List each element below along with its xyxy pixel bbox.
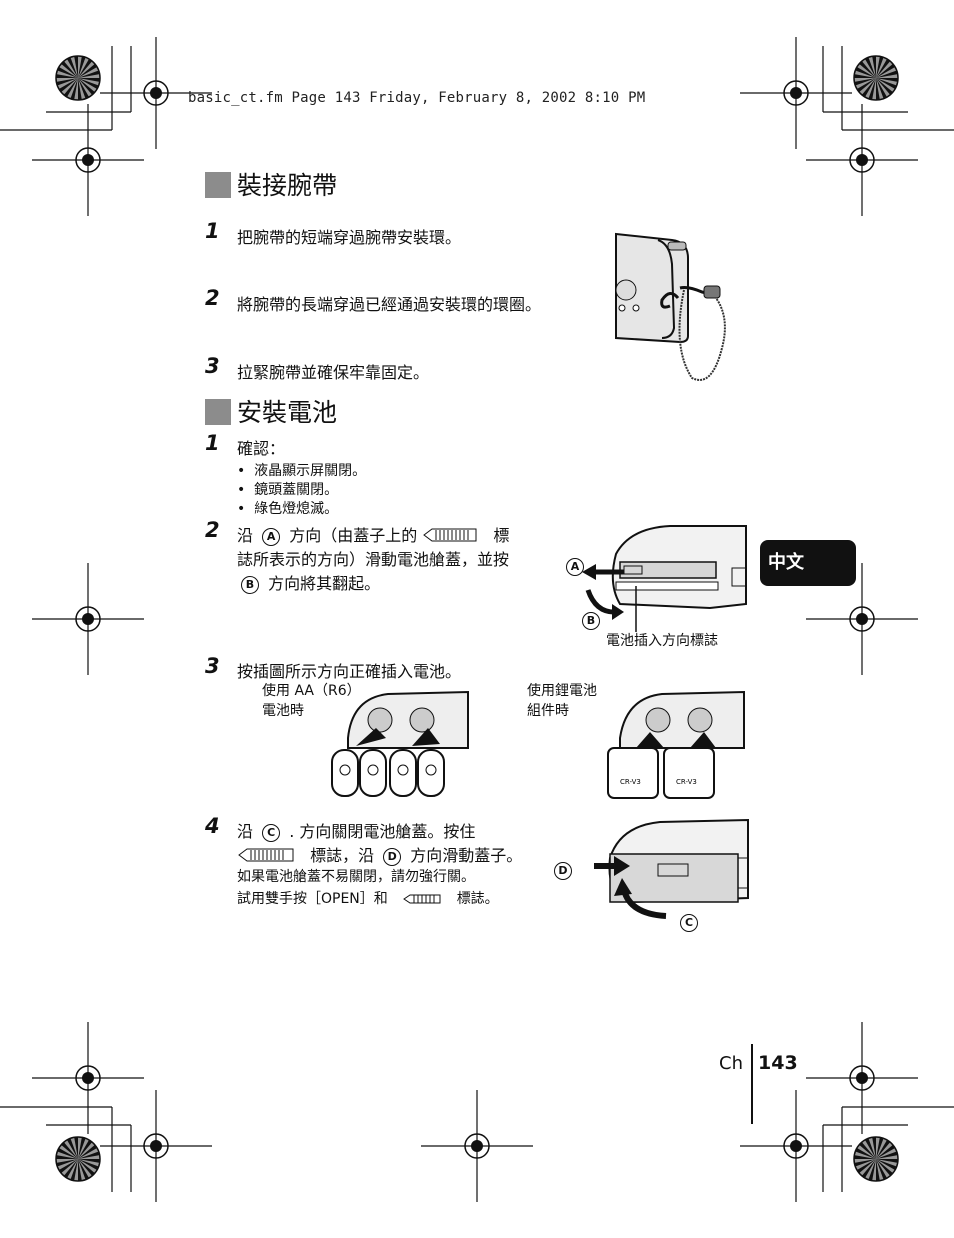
sunburst-mark xyxy=(55,1136,101,1182)
open-grip-icon xyxy=(403,894,441,904)
figure-caption: 組件時 xyxy=(527,703,569,719)
crosshair-mark xyxy=(740,1090,852,1202)
crosshair-mark xyxy=(806,1022,918,1134)
step-text-line: 沿 A 方向（由蓋子上的 標 xyxy=(237,526,510,546)
bullet-item: • 鏡頭蓋關閉。 xyxy=(237,482,339,498)
open-cover-illustration xyxy=(582,525,747,632)
page-number: 143 xyxy=(758,1052,798,1074)
crosshair-group xyxy=(32,37,918,1202)
crosshair-mark xyxy=(421,1090,533,1202)
aa-battery-illustration xyxy=(331,690,469,797)
section-marker xyxy=(205,399,231,425)
sunburst-group xyxy=(55,55,899,1182)
section-title-strap: 裝接腕帶 xyxy=(237,171,338,200)
crosshair-mark xyxy=(32,104,144,216)
step-text: 拉緊腕帶並確保牢靠固定。 xyxy=(237,363,430,382)
sunburst-mark xyxy=(853,55,899,101)
crosshair-mark xyxy=(740,37,852,149)
step-number: 2 xyxy=(205,286,220,310)
file-header: basic_ct.fm Page 143 Friday, February 8,… xyxy=(188,90,646,106)
step-text: 確認： xyxy=(237,439,286,458)
figure-caption: 電池時 xyxy=(262,703,304,719)
figure-caption: 使用 AA（R6） xyxy=(262,683,361,699)
note-text: 試用雙手按［OPEN］和 標誌。 xyxy=(237,891,499,907)
circle-label: D xyxy=(383,848,402,866)
sunburst-mark xyxy=(853,1136,899,1182)
step-text: 把腕帶的短端穿過腕帶安裝環。 xyxy=(237,228,462,247)
step-number: 1 xyxy=(205,431,220,455)
section-title-battery: 安裝電池 xyxy=(237,398,338,427)
crosshair-mark xyxy=(100,37,212,149)
step-number: 3 xyxy=(205,654,220,678)
step-text-line: 誌所表示的方向）滑動電池艙蓋，並按 xyxy=(237,550,510,569)
step-text-line: 沿 C . 方向關閉電池艙蓋。按住 xyxy=(237,822,476,842)
figure-label-d: D xyxy=(550,860,576,880)
circle-label: B xyxy=(241,576,259,594)
figure-caption: 使用鋰電池 xyxy=(527,683,597,699)
open-grip-icon xyxy=(423,528,477,542)
step-text: 將腕帶的長端穿過已經通過安裝環的環圈。 xyxy=(237,295,542,314)
bullet-item: • 綠色燈熄滅。 xyxy=(237,501,339,517)
crosshair-mark xyxy=(806,563,918,675)
bullet-item: • 液晶顯示屏關閉。 xyxy=(237,463,367,479)
step-text-line: 標誌，沿 D 方向滑動蓋子。 xyxy=(237,842,522,866)
circle-label: A xyxy=(262,528,281,546)
figure-label-b: B xyxy=(578,610,604,630)
crosshair-mark xyxy=(32,1022,144,1134)
crosshair-mark xyxy=(806,104,918,216)
open-grip-icon xyxy=(238,848,294,862)
footer-language: Ch xyxy=(719,1053,743,1074)
step-text: 按插圖所示方向正確插入電池。 xyxy=(237,662,462,681)
circle-label: C xyxy=(262,824,281,842)
cr-label: CR-V3 xyxy=(676,778,697,786)
step-number: 4 xyxy=(205,814,220,838)
figure-caption: 電池插入方向標誌 xyxy=(606,633,718,649)
figure-label-c: C xyxy=(676,912,702,932)
figure-label-a: A xyxy=(562,556,588,576)
crosshair-mark xyxy=(32,563,144,675)
step-number: 2 xyxy=(205,518,220,542)
strap-illustration xyxy=(615,232,726,381)
language-tab: 中文 xyxy=(760,540,856,586)
step-number: 3 xyxy=(205,354,220,378)
step-text-line: B 方向將其翻起。 xyxy=(237,570,380,594)
close-cover-illustration xyxy=(594,818,749,919)
crosshair-mark xyxy=(100,1090,212,1202)
section-marker xyxy=(205,172,231,198)
crv3-battery-illustration: CR-V3 CR-V3 xyxy=(607,690,745,799)
cr-label: CR-V3 xyxy=(620,778,641,786)
step-number: 1 xyxy=(205,219,220,243)
footer-divider xyxy=(751,1044,753,1124)
sunburst-mark xyxy=(55,55,101,101)
note-text: 如果電池艙蓋不易關閉，請勿強行關。 xyxy=(237,869,475,885)
